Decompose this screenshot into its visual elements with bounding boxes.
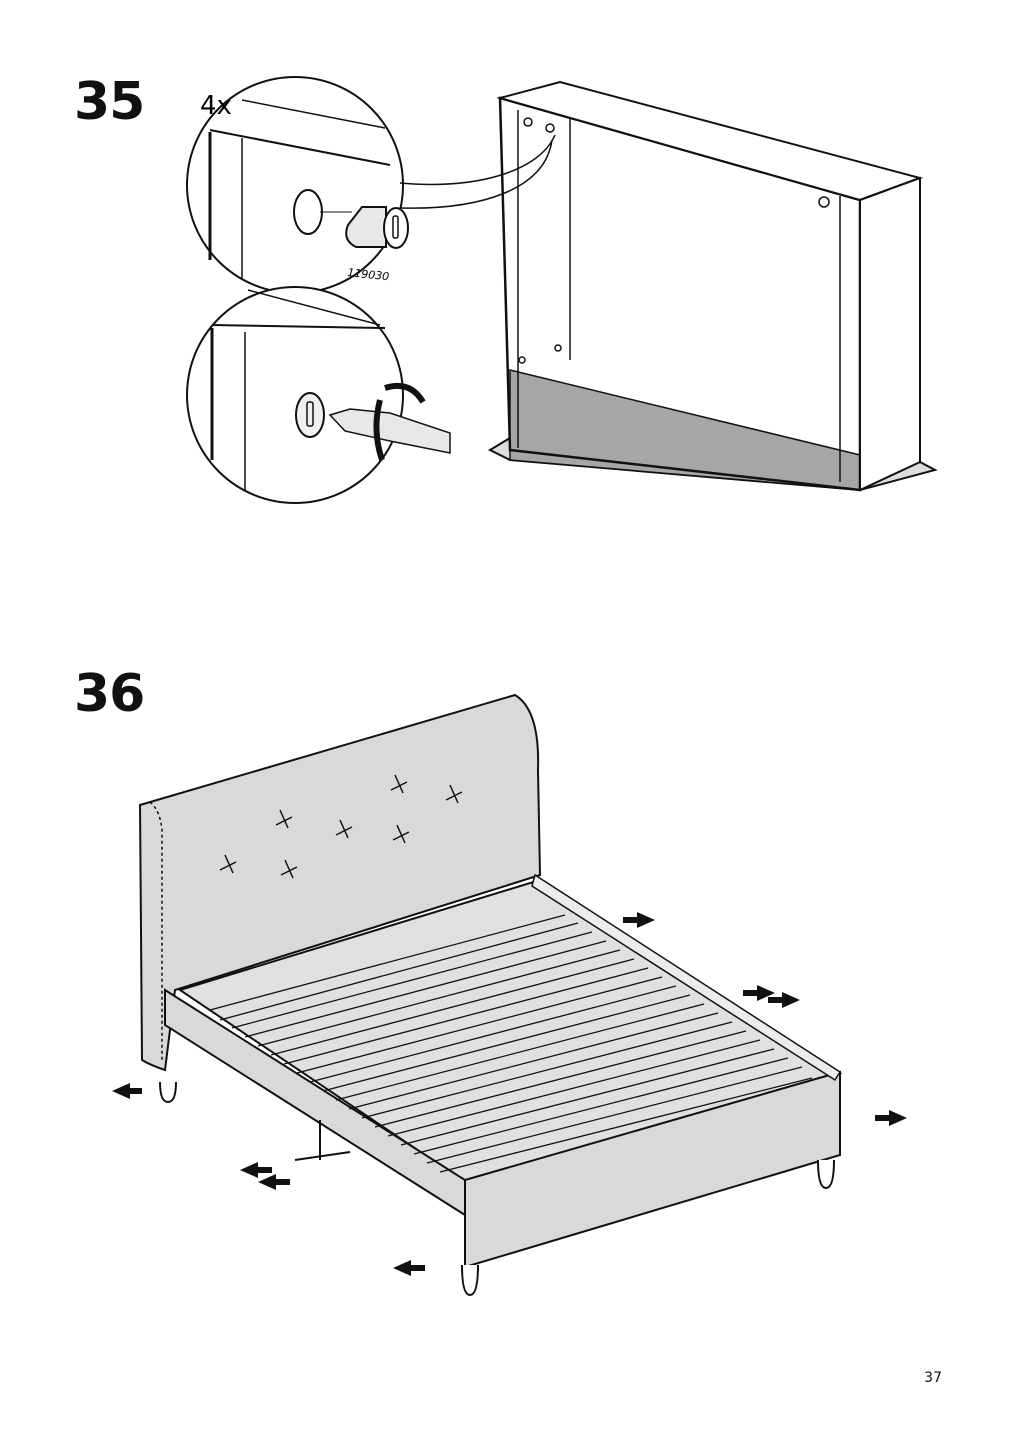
arrow-left-icon [112,1083,142,1099]
cam-fitting-icon [345,206,409,249]
arrow-right-icon [768,992,800,1008]
step-35-illustration: 119030 4x [186,76,938,504]
page-number: 37 [924,1370,942,1386]
headboard-drawing [138,693,542,1072]
bed-frame-drawing [159,873,843,1297]
arrow-right-icon [875,1110,907,1126]
slats [209,914,813,1173]
screwdriver-icon [328,382,451,461]
bed-side-rail-drawing [487,80,938,492]
step-35-number: 35 [74,72,145,132]
step-36-illustration [112,693,907,1297]
quantity-label: 4x [200,91,232,121]
detail-circle-tighten [186,286,451,504]
arrow-right-icon [743,985,775,1001]
arrow-left-icon [240,1162,272,1178]
arrow-left-icon [393,1260,425,1276]
button-tufting [219,774,463,879]
arrow-left-icon [258,1174,290,1190]
arrow-right-icon [623,912,655,928]
step-36-number: 36 [74,664,145,724]
part-number-label: 119030 [347,266,390,283]
detail-circle-insert-fitting: 119030 [186,76,409,294]
direction-arrows [112,912,907,1276]
